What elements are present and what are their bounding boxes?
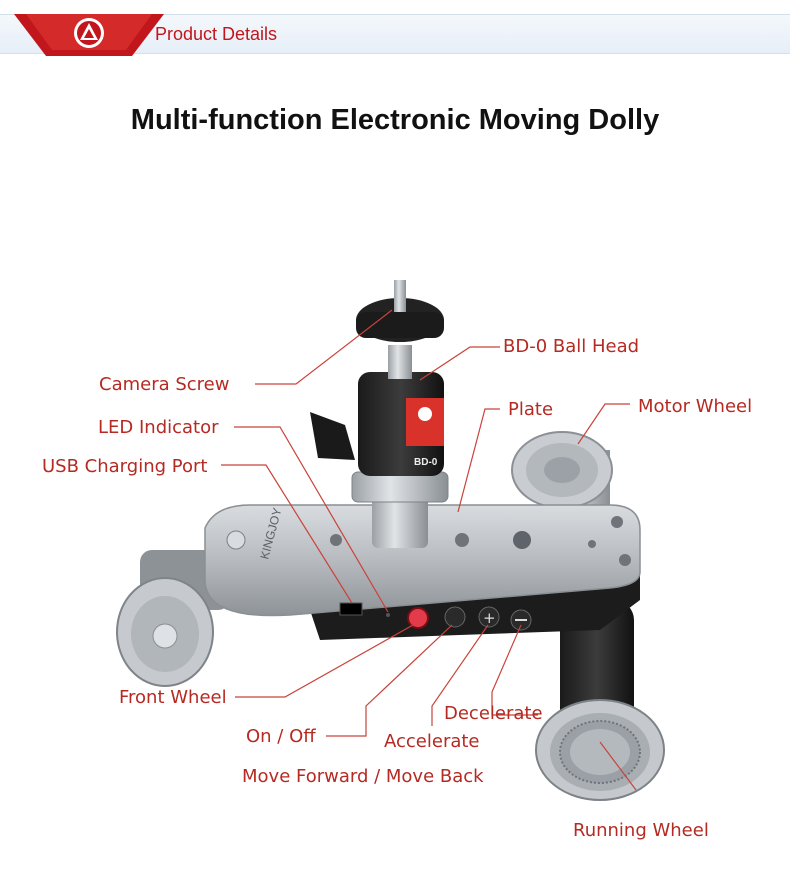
callout-camera-screw: Camera Screw	[99, 374, 230, 395]
power-button[interactable]	[407, 607, 429, 629]
callout-decelerate: Decelerate	[444, 703, 543, 724]
usb-port	[339, 602, 363, 616]
accelerate-button[interactable]	[478, 606, 500, 628]
plate	[204, 504, 641, 617]
callout-usb-port: USB Charging Port	[42, 456, 208, 477]
running-wheel	[535, 600, 665, 801]
callout-led-indicator: LED Indicator	[98, 417, 219, 438]
callout-ball-head: BD-0 Ball Head	[503, 336, 640, 357]
ball-head: BD-0	[310, 280, 449, 548]
callout-lines	[221, 309, 637, 791]
callout-accelerate: Accelerate	[384, 731, 480, 752]
ball-head-model: BD-0	[414, 457, 438, 468]
brand-logo-icon	[14, 14, 164, 56]
callout-plate: Plate	[508, 399, 554, 420]
led-indicator	[386, 613, 390, 617]
callout-front-wheel: Front Wheel	[119, 687, 227, 708]
direction-button[interactable]	[444, 606, 466, 628]
svg-text:+: +	[483, 609, 496, 627]
callout-running-wheel: Running Wheel	[573, 820, 709, 841]
callout-on-off: On / Off	[246, 726, 316, 747]
section-label: Product Details	[155, 24, 278, 44]
motor-wheel	[511, 431, 613, 510]
page-title: Multi-function Electronic Moving Dolly	[130, 104, 660, 136]
callout-move: Move Forward / Move Back	[242, 766, 484, 787]
callout-motor-wheel: Motor Wheel	[638, 396, 753, 417]
